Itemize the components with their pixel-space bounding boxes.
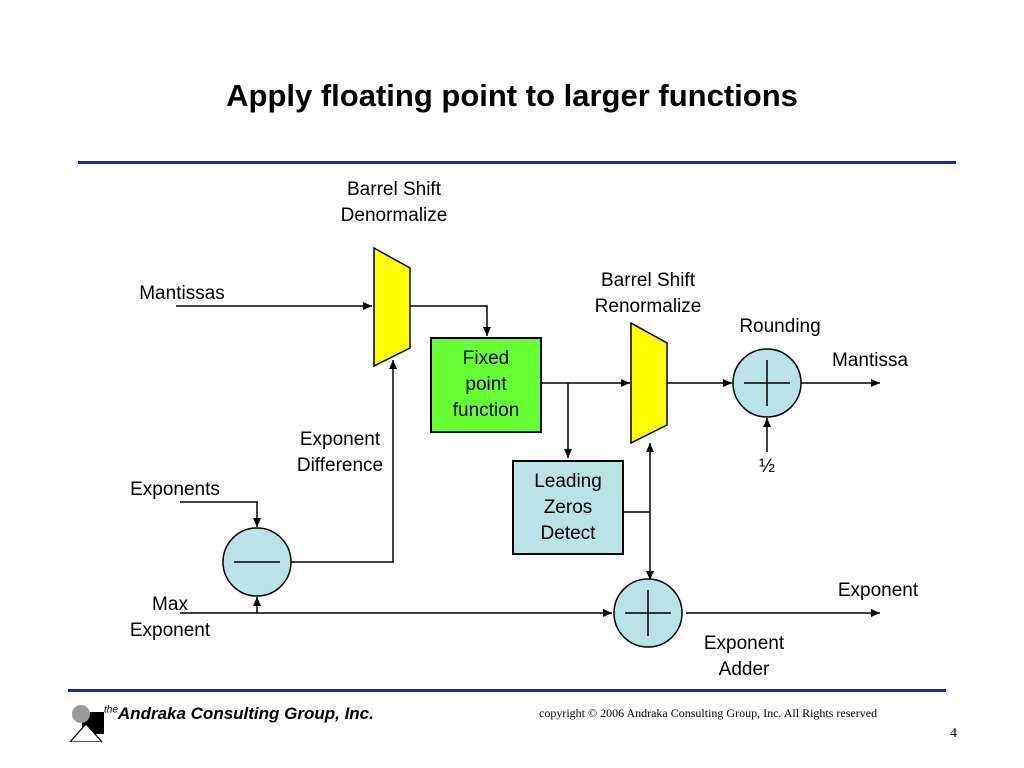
barrel-shift-renormalize-label: Barrel Shift Renormalize: [594, 270, 702, 317]
mantissa-output-label: Mantissa: [831, 350, 909, 371]
exponents-wire: [180, 501, 261, 527]
top-rule: [78, 161, 956, 164]
bottom-rule: [68, 689, 946, 692]
rounding-label: Rounding: [739, 316, 821, 337]
lzd-line-1: Leading: [534, 470, 602, 492]
exponent-output-label: Exponent: [837, 580, 919, 601]
rounding-adder: [732, 348, 802, 418]
fixed-point-line-1: Fixed: [462, 348, 510, 369]
denormalize-mux: [373, 246, 411, 368]
barrel-shift-denormalize-label: Barrel Shift Denormalize: [340, 179, 448, 226]
slide-title: Apply floating point to larger functions: [226, 78, 798, 113]
fixed-point-function-block: Fixed point function: [430, 337, 542, 433]
copyright-notice: copyright © 2006 Andraka Consulting Grou…: [539, 706, 878, 720]
denorm-to-fixed-wire: [410, 305, 491, 336]
max-exponent-label: Max Exponent: [129, 594, 211, 641]
page-number: 4: [950, 726, 957, 741]
company-logo: [69, 705, 104, 742]
fixed-point-line-2: point: [465, 374, 507, 395]
exp-diff-wire: [291, 360, 397, 563]
mantissas-label: Mantissas: [139, 283, 225, 304]
exponents-label: Exponents: [130, 479, 220, 500]
leading-zeros-detect-block: Leading Zeros Detect: [512, 460, 624, 555]
lzd-line-2: Zeros: [543, 496, 593, 518]
exponent-difference-label: Exponent Difference: [296, 429, 384, 476]
subtractor: [222, 527, 292, 597]
exponent-adder: [613, 578, 683, 648]
company-name: theAndraka Consulting Group, Inc.: [104, 704, 374, 723]
half-label: ½: [759, 456, 775, 477]
lzd-line-3: Detect: [540, 522, 596, 544]
renormalize-mux: [630, 321, 668, 445]
fixed-point-line-3: function: [452, 400, 520, 421]
exponent-adder-label: Exponent Adder: [703, 633, 785, 680]
